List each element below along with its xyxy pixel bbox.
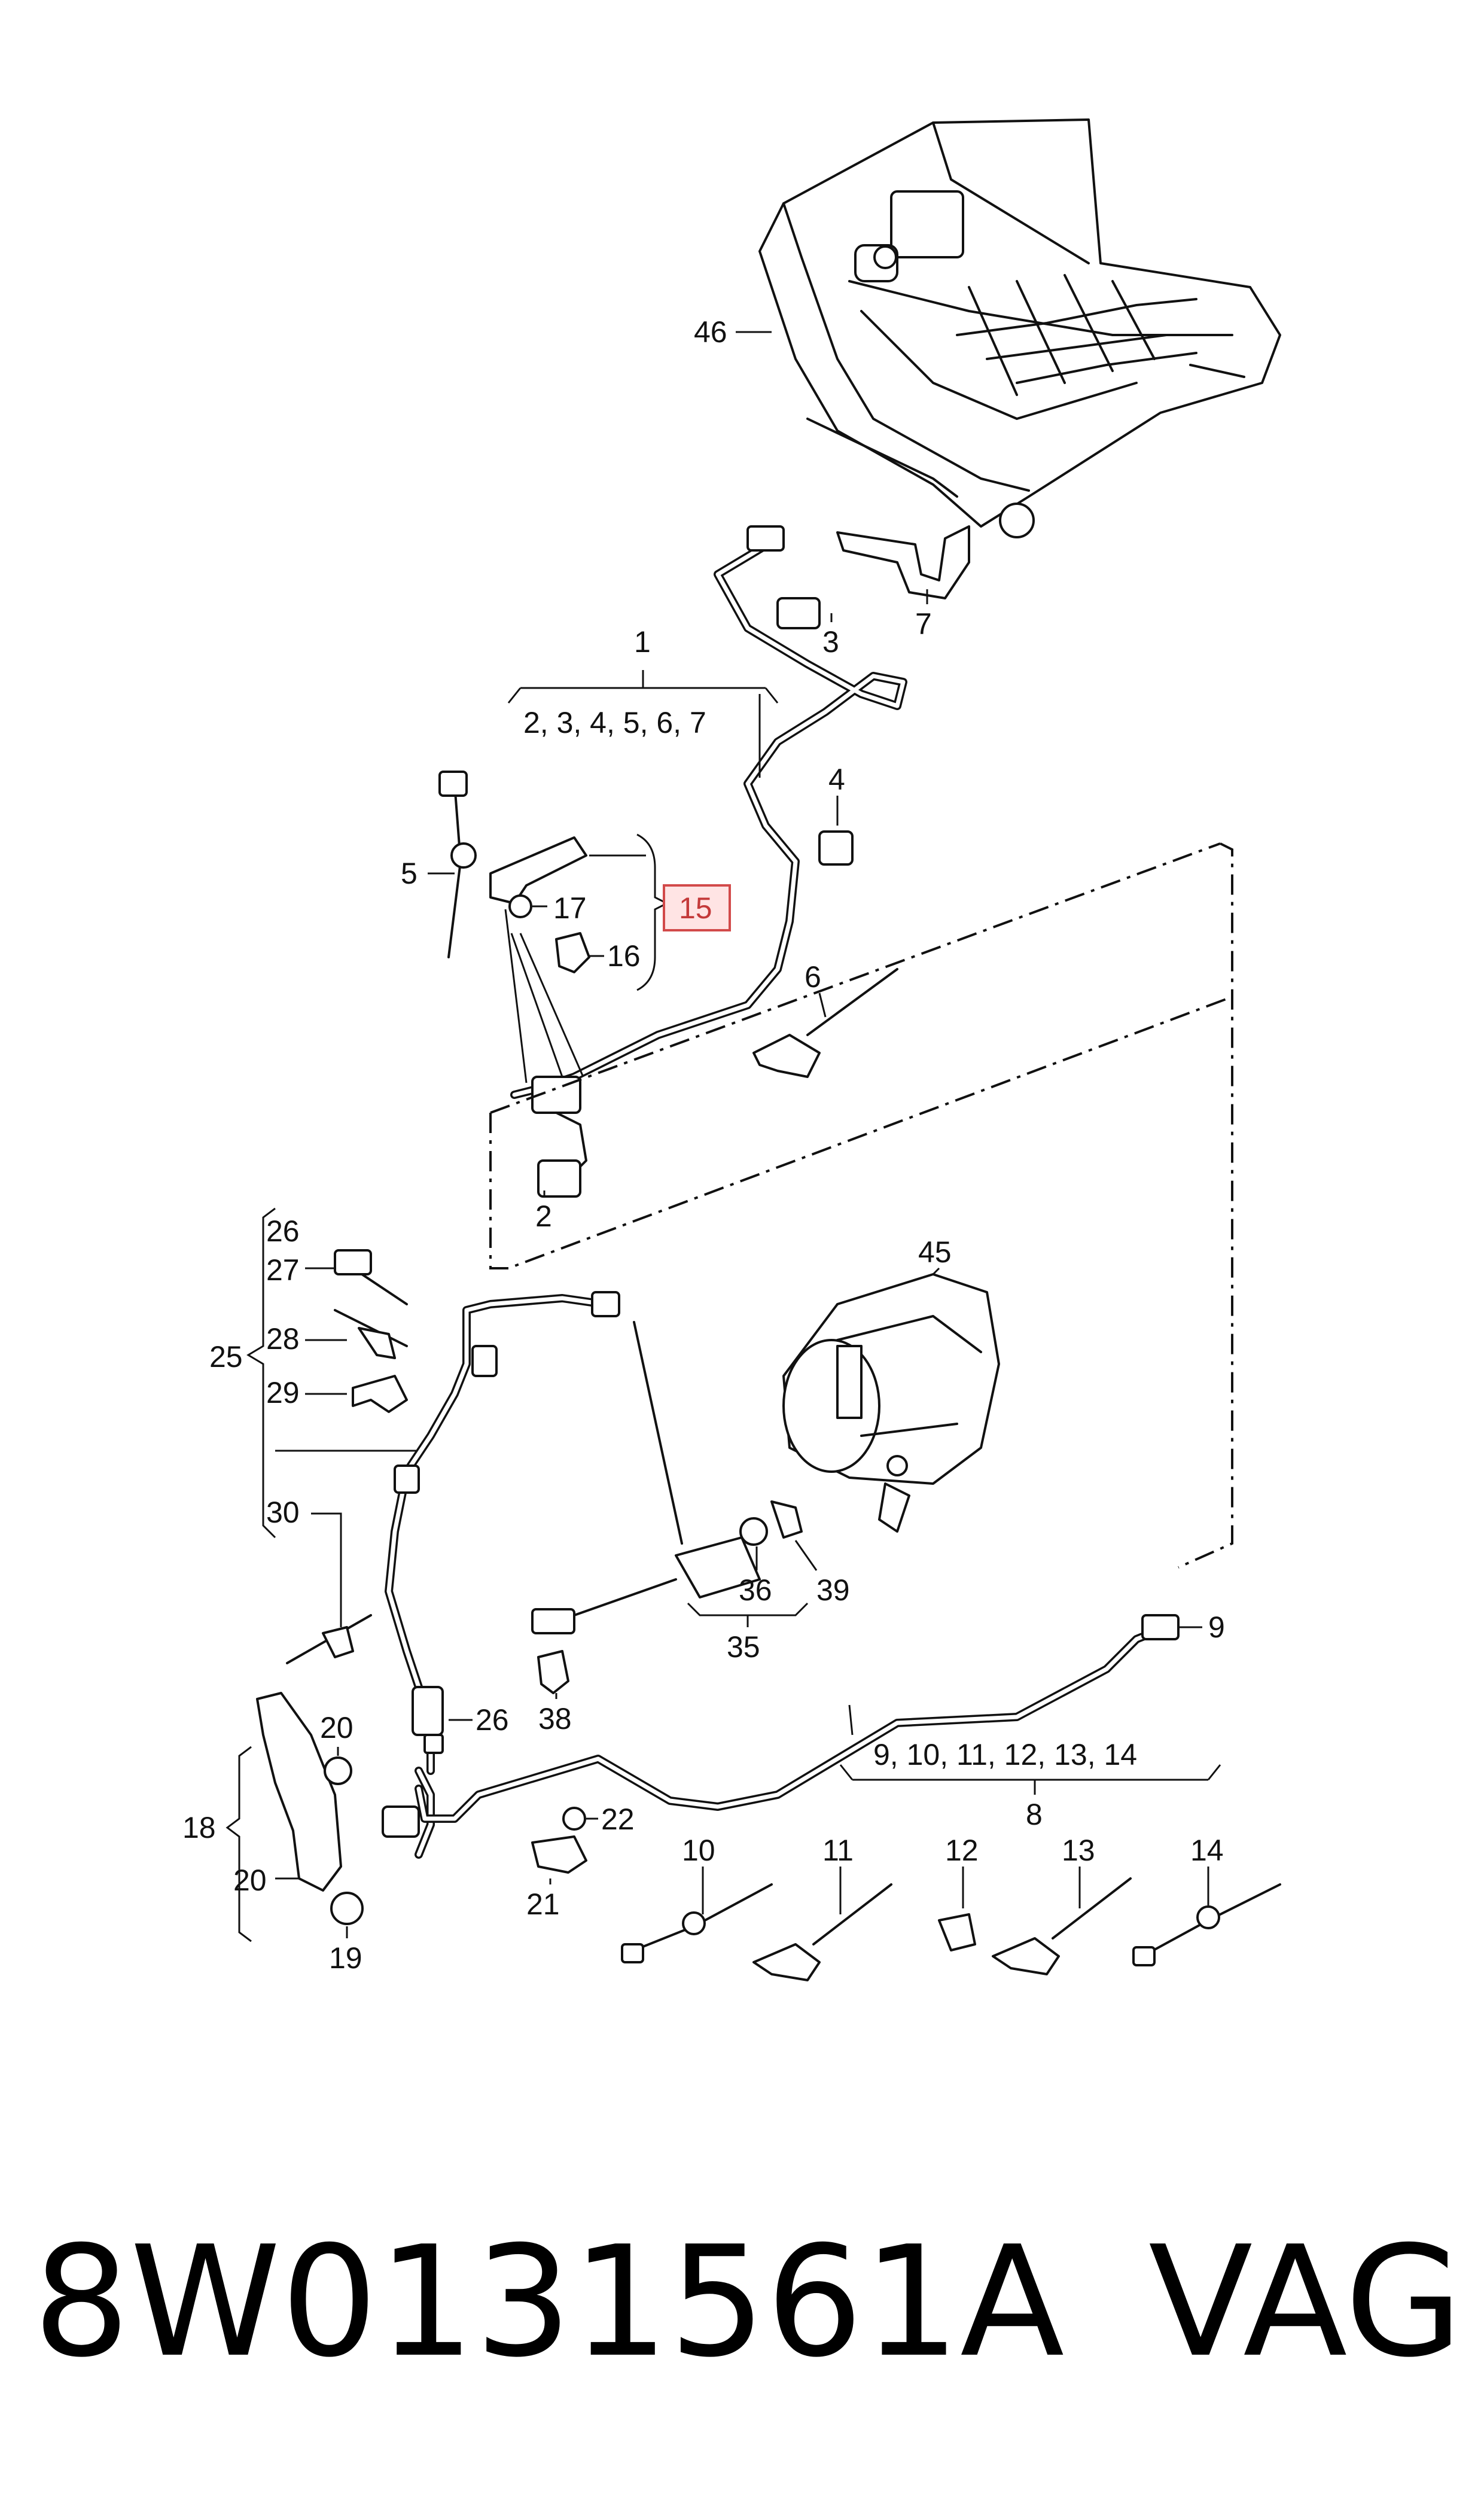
clip-12 <box>938 1913 976 1951</box>
callout-15: 15 <box>679 891 712 925</box>
callout-11: 11 <box>822 1834 854 1867</box>
callout-28: 28 <box>266 1322 300 1356</box>
clip-38 <box>537 1650 569 1694</box>
dosing-module-35 <box>531 1321 803 1634</box>
clip-29 <box>352 1375 408 1413</box>
hose-assembly-lower <box>385 1291 1171 1859</box>
connector-26 <box>334 1249 408 1305</box>
callout-29: 29 <box>266 1376 300 1409</box>
callout-8-range: 9, 10, 11, 12, 13, 14 <box>873 1738 1137 1771</box>
urea-tank-46 <box>758 118 1281 538</box>
cable-tie-13 <box>992 1877 1132 1975</box>
callout-20a: 20 <box>320 1711 354 1744</box>
callout-16: 16 <box>607 939 641 973</box>
cable-tie-6 <box>752 968 898 1078</box>
part-number: 8W0131561A <box>33 2213 1065 2391</box>
connector-lower <box>382 1805 420 1838</box>
cable-tie-14 <box>1132 1883 1281 1966</box>
callout-27: 27 <box>266 1253 300 1287</box>
cable-tie-10 <box>621 1883 773 1963</box>
callout-10: 10 <box>682 1834 715 1867</box>
callout-4: 4 <box>828 763 845 796</box>
callout-3: 3 <box>822 625 839 659</box>
footer-caption: 8W0131561A VAG <box>33 2213 1463 2391</box>
callout-18: 18 <box>182 1811 216 1844</box>
callout-26b: 26 <box>476 1703 509 1737</box>
callout-19: 19 <box>329 1941 362 1975</box>
callout-38: 38 <box>538 1702 572 1735</box>
callout-26a: 26 <box>266 1214 300 1248</box>
callout-21: 21 <box>526 1887 560 1921</box>
catalyst-45 <box>782 1273 1000 1533</box>
callout-20b: 20 <box>233 1864 267 1897</box>
cable-tie-30 <box>286 1614 372 1664</box>
holder-assembly-15 <box>489 836 590 973</box>
callout-25: 25 <box>209 1340 243 1374</box>
cable-tie-5 <box>438 771 477 958</box>
clip-28 <box>334 1309 408 1359</box>
callout-39: 39 <box>816 1573 850 1607</box>
callout-36: 36 <box>739 1573 772 1607</box>
callout-8: 8 <box>1026 1798 1043 1831</box>
callout-14: 14 <box>1190 1834 1224 1867</box>
clip-4 <box>818 830 854 866</box>
callout-9: 9 <box>1208 1610 1225 1644</box>
callout-22: 22 <box>601 1803 635 1836</box>
callout-6: 6 <box>805 960 821 994</box>
callout-17: 17 <box>553 891 587 925</box>
cable-tie-11 <box>752 1883 892 1981</box>
bracket-18 <box>256 1692 364 1925</box>
callout-7: 7 <box>915 607 932 641</box>
bracket-7 <box>836 525 970 599</box>
callout-5: 5 <box>401 857 418 890</box>
highlight-15 <box>663 884 731 931</box>
callout-13: 13 <box>1062 1834 1095 1867</box>
callout-46: 46 <box>694 315 727 349</box>
callout-30: 30 <box>266 1496 300 1529</box>
callout-12: 12 <box>945 1834 979 1867</box>
nut-22 <box>562 1807 586 1831</box>
callout-35: 35 <box>727 1630 760 1664</box>
bracket-21 <box>531 1835 587 1874</box>
connector-9 <box>1141 1614 1180 1640</box>
callout-1-range: 2, 3, 4, 5, 6, 7 <box>523 706 706 739</box>
callout-1: 1 <box>634 625 651 659</box>
hose-assembly-1 <box>510 525 907 1198</box>
callout-45: 45 <box>918 1235 952 1269</box>
callout-2: 2 <box>535 1199 552 1233</box>
brand: VAG <box>1148 2213 1463 2391</box>
